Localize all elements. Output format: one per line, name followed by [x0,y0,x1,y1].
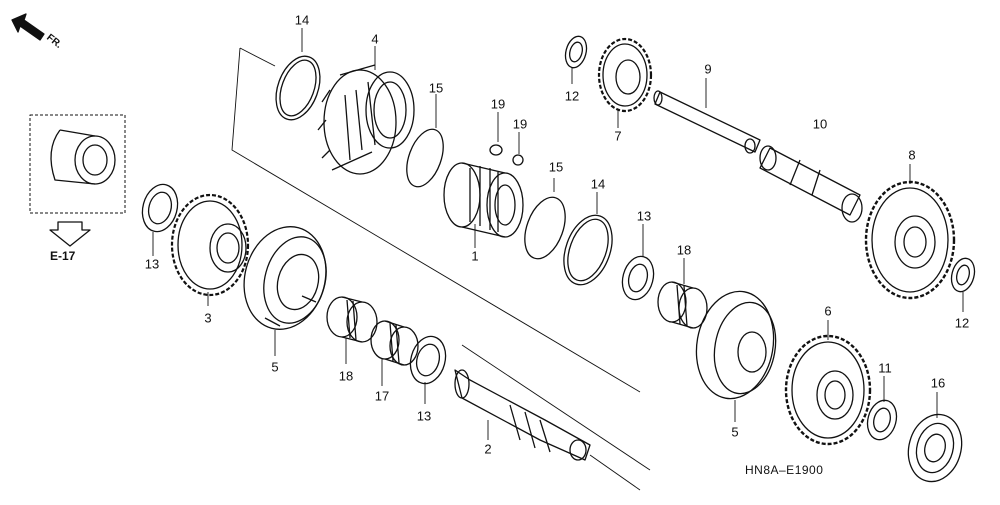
needle-bearing-18-right [657,281,708,329]
callout-13: 13 [144,256,160,272]
callout-19: 19 [490,96,506,112]
needle-bearing-17 [370,320,419,366]
callout-leaders [152,28,964,440]
callout-17: 17 [374,388,390,404]
reference-label: E-17 [50,249,76,263]
gear-7 [597,37,653,113]
callout-16: 16 [930,375,946,391]
snap-ring-14-lower [563,214,613,286]
thrust-washer-13-left [141,183,179,233]
callout-3: 3 [204,310,212,326]
callout-4: 4 [371,31,379,47]
ball-bearing-16 [907,413,963,483]
callout-5: 5 [731,424,739,440]
callout-9: 9 [704,61,712,77]
callout-12: 12 [564,88,580,104]
thrust-washer-13-right [621,255,655,301]
callout-14: 14 [294,12,310,28]
callout-14: 14 [590,176,606,192]
callout-13: 13 [636,208,652,224]
shaft-9 [653,90,761,154]
callout-5: 5 [271,359,279,375]
snap-ring-14 [275,55,321,121]
reference-inset-box [29,114,126,214]
bearing-5-left [243,226,327,330]
callout-18: 18 [338,368,354,384]
reference-arrow-icon [49,221,91,247]
gear-3 [170,193,250,297]
bearing-5-right [695,290,777,400]
callout-1: 1 [471,248,479,264]
callout-13: 13 [416,408,432,424]
front-direction-arrow-icon [11,13,45,41]
thrust-washer-12-right [950,257,976,293]
steel-ball-19 [489,144,524,166]
callout-12: 12 [954,315,970,331]
spline-hub-1 [443,162,524,238]
mainshaft-2 [454,369,591,461]
callout-6: 6 [824,303,832,319]
callout-15: 15 [428,80,444,96]
thrust-washer-12-top [564,35,588,69]
circlip-15-lower [524,196,566,260]
callout-7: 7 [614,128,622,144]
callout-11: 11 [878,360,892,376]
gear-8 [864,180,956,300]
countershaft-10 [759,145,863,223]
callout-19: 19 [512,116,528,132]
callout-10: 10 [812,116,828,132]
assembly-guide-lines [231,47,651,491]
needle-bearing-18-left [326,296,378,343]
thrust-washer-13-mid [409,335,447,385]
callout-2: 2 [484,441,492,457]
callout-15: 15 [548,159,564,175]
callout-8: 8 [908,147,916,163]
callout-18: 18 [676,242,692,258]
thrust-washer-11 [866,399,898,441]
circlip-15-upper [406,128,444,188]
gear-6 [784,334,872,446]
clutch-hub-4 [317,64,415,175]
diagram-code: HN8A–E1900 [745,463,824,477]
